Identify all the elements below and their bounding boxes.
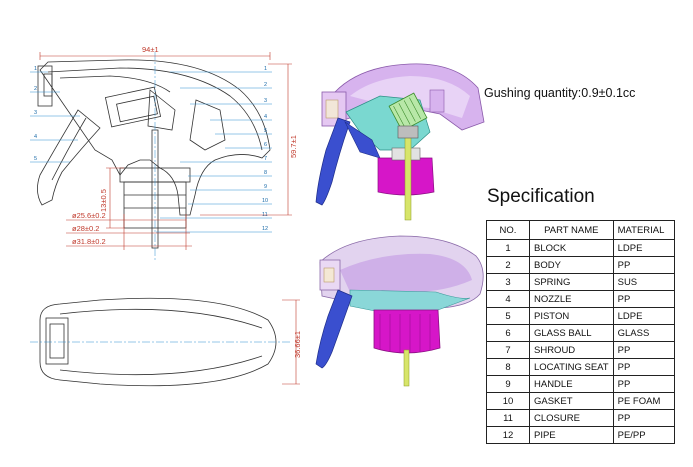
part-numbers-right: 1 2 3 4 5 6 7 8 9 10 11 12 [262,66,268,232]
part-number-right: 8 [264,170,267,176]
cell-part-name: GASKET [529,392,614,410]
part-number-left: 5 [34,156,37,162]
cell-no: 2 [486,256,530,274]
cell-no: 1 [486,239,530,257]
cell-no: 12 [486,426,530,444]
cell-no: 5 [486,307,530,325]
dimension-lines [39,52,300,385]
cell-material: SUS [612,273,675,291]
cell-no: 4 [486,290,530,308]
cell-part-name: BLOCK [529,239,614,257]
cell-part-name: PISTON [529,307,614,325]
cell-material: PP [612,256,675,274]
cell-no: 9 [486,375,530,393]
cell-part-name: LOCATING SEAT [529,358,614,376]
header-part-name: PART NAME [529,220,614,240]
cell-part-name: NOZZLE [529,290,614,308]
left-leader-lines [30,71,80,163]
cell-material: GLASS [612,324,675,342]
cell-material: PP [612,290,675,308]
part-number-right: 9 [264,184,267,190]
part-numbers-left: 1 2 3 4 5 [34,66,37,162]
cell-material: PE/PP [612,426,675,444]
part-number-left: 3 [34,110,37,116]
cell-material: PP [612,358,675,376]
table-header-row: NO. PART NAME MATERIAL [486,220,675,240]
cell-part-name: BODY [529,256,614,274]
cell-part-name: CLOSURE [529,409,614,427]
dimension-width: 94±1 [142,45,159,54]
cell-material: PE FOAM [612,392,675,410]
part-number-right: 4 [264,114,267,120]
part-number-right: 5 [264,128,267,134]
part-number-right: 10 [262,198,268,204]
header-no: NO. [486,220,530,240]
cell-material: LDPE [612,307,675,325]
cutaway-render [315,63,485,221]
dimension-d2: ø28±0.2 [72,224,99,233]
right-leader-lines [156,71,272,233]
cell-material: PP [612,341,675,359]
dimension-neck: 13±0.5 [99,189,108,212]
gushing-quantity-label: Gushing quantity:0.9±0.1cc [484,86,636,100]
part-number-right: 3 [264,98,267,104]
part-number-right: 7 [264,156,267,162]
part-number-right: 12 [262,226,268,232]
cell-no: 6 [486,324,530,342]
cell-material: LDPE [612,239,675,257]
cell-no: 10 [486,392,530,410]
specification-title: Specification [487,186,595,207]
part-number-right: 2 [264,82,267,88]
cell-part-name: SPRING [529,273,614,291]
header-material: MATERIAL [612,220,675,240]
cell-no: 11 [486,409,530,427]
dimension-d3: ø31.8±0.2 [72,237,106,246]
cell-no: 8 [486,358,530,376]
top-view-drawing [39,297,277,387]
cell-no: 7 [486,341,530,359]
part-number-right: 6 [264,142,267,148]
part-number-left: 4 [34,134,37,140]
cell-part-name: HANDLE [529,375,614,393]
cell-part-name: GLASS BALL [529,324,614,342]
full-render [315,235,484,387]
cell-part-name: SHROUD [529,341,614,359]
dimension-height: 59.7±1 [289,135,298,158]
part-number-left: 1 [34,66,37,72]
cell-material: PP [612,375,675,393]
cell-material: PP [612,409,675,427]
part-number-left: 2 [34,86,37,92]
part-number-right: 1 [264,66,267,72]
dimension-d1: ø25.6±0.2 [72,211,106,220]
cell-part-name: PIPE [529,426,614,444]
dimension-top-width: 36.66±1 [293,331,302,358]
cell-no: 3 [486,273,530,291]
